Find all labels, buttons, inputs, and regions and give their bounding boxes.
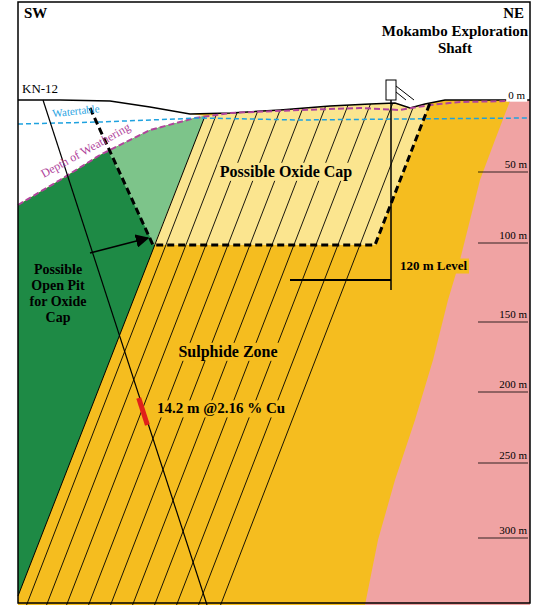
direction-label: SW: [24, 5, 47, 22]
frame: [18, 2, 530, 603]
watertable-label: Watertable: [52, 102, 100, 120]
headframe: [386, 80, 396, 100]
depth-ticks: [478, 172, 528, 538]
sulphide-zone: [18, 100, 530, 605]
oxide-cap: [154, 103, 430, 245]
depth-tick: [478, 243, 528, 244]
depth-tick: [478, 463, 528, 464]
depth-label: 50 m: [505, 158, 527, 171]
weathering-label: Depth of Weathering: [39, 121, 133, 182]
shaft-line: [390, 100, 392, 290]
depth-tick: [478, 538, 528, 539]
pit-label: Possible Open Pit for Oxide Cap: [21, 262, 95, 326]
weathering-line: [18, 101, 510, 205]
pit-outline: [90, 103, 430, 245]
depth-label: 100 m: [499, 229, 527, 242]
vein-line: [177, 100, 372, 605]
shaft-label: Mokambo Exploration Shaft: [380, 23, 530, 58]
direction-label: NE: [503, 5, 524, 22]
depth-tick: [478, 172, 528, 173]
footwall-rock: [365, 100, 530, 605]
zone-label: Possible Oxide Cap: [218, 163, 354, 181]
depth-label: 0 m: [506, 89, 527, 102]
vein-lines: [27, 100, 416, 605]
depth-label: 250 m: [499, 449, 527, 462]
depth-label: 150 m: [499, 308, 527, 321]
headframe-strut: [396, 86, 414, 100]
leader-arrow: [90, 238, 148, 253]
depth-tick: [478, 322, 528, 323]
depth-label: 200 m: [499, 378, 527, 391]
level-line: [290, 279, 391, 281]
drillhole-label: KN-12: [22, 82, 58, 97]
depth-tick: [478, 392, 528, 393]
level-label: 120 m Level: [398, 259, 469, 274]
headframe-strut: [396, 92, 406, 100]
depth-label: 300 m: [499, 524, 527, 537]
assay-label: 14.2 m @2.16 % Cu: [155, 400, 287, 417]
zone-label: Sulphide Zone: [176, 343, 279, 361]
ore-intercept: [139, 398, 148, 425]
